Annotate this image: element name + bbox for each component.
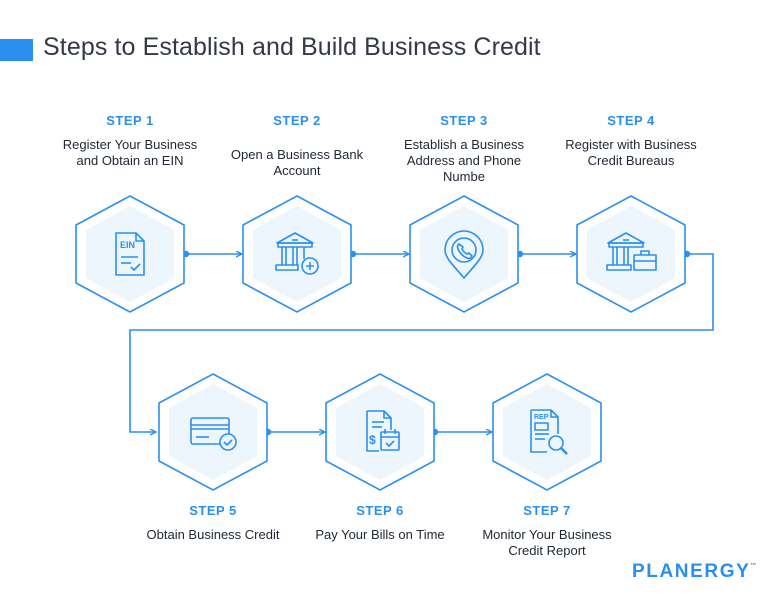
brand-name: PLANERGY	[632, 561, 751, 582]
connector-5-6	[264, 428, 325, 435]
connector-3-4	[516, 250, 576, 257]
rep-icon-text: REP	[534, 414, 549, 421]
step-3-description: Establish a Business Address and Phone N…	[404, 137, 524, 184]
step-5-label: STEP 5	[189, 503, 237, 518]
report-magnifier-icon: REP	[530, 409, 568, 455]
step-7-description: Monitor Your Business Credit Report	[482, 527, 612, 558]
step-1-hexagon: EIN	[75, 195, 185, 313]
connector-2-3	[349, 250, 409, 257]
step-1-label: STEP 1	[106, 113, 154, 128]
step-6-hexagon: $	[325, 373, 435, 491]
step-7-label: STEP 7	[523, 503, 571, 518]
step-4-description: Register with Business Credit Bureaus	[565, 137, 697, 168]
step-7-hexagon: REP	[492, 373, 602, 491]
step-2-description: Open a Business Bank Account	[230, 147, 364, 178]
ein-document-icon: EIN	[115, 232, 145, 276]
phone-location-pin-icon	[444, 230, 484, 279]
bank-briefcase-icon	[606, 232, 657, 271]
step-3-label: STEP 3	[440, 113, 488, 128]
step-2-hexagon	[242, 195, 352, 313]
page-title: Steps to Establish and Build Business Cr…	[43, 33, 541, 61]
step-3-hexagon	[409, 195, 519, 313]
ein-icon-text: EIN	[120, 240, 135, 250]
credit-card-check-icon	[190, 417, 237, 451]
step-1-description: Register Your Business and Obtain an EIN	[62, 137, 198, 168]
svg-text:$: $	[369, 433, 376, 447]
connector-1-2	[182, 250, 242, 257]
step-6-label: STEP 6	[356, 503, 404, 518]
step-5-description: Obtain Business Credit	[146, 527, 280, 542]
trademark-mark: ™	[750, 563, 757, 569]
step-6-description: Pay Your Bills on Time	[315, 527, 445, 542]
step-5-hexagon	[158, 373, 268, 491]
bill-calendar-icon: $	[366, 410, 400, 452]
connector-6-7	[431, 428, 492, 435]
brand-logo: PLANERGY™	[632, 561, 756, 583]
step-4-label: STEP 4	[607, 113, 655, 128]
title-accent-bar	[0, 39, 33, 61]
bank-plus-icon	[275, 232, 319, 275]
step-2-label: STEP 2	[273, 113, 321, 128]
step-4-hexagon	[576, 195, 686, 313]
